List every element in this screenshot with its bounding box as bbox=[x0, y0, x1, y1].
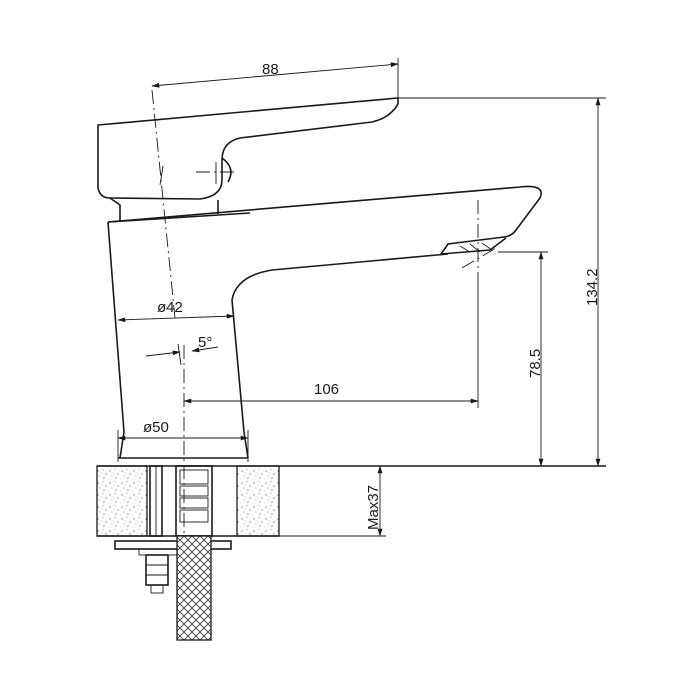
mounting-hardware bbox=[114, 465, 232, 641]
dimension-diameter-50: ø50 bbox=[117, 419, 249, 462]
countertop-section bbox=[96, 465, 606, 537]
handle-centerline bbox=[151, 89, 176, 319]
dimension-88-label: 88 bbox=[262, 61, 279, 78]
dimension-spout-height: 78.5 bbox=[498, 251, 548, 467]
faucet-body bbox=[97, 97, 542, 459]
dimension-angle-5: 5° bbox=[145, 334, 219, 366]
dimension-max37-label: Max37 bbox=[365, 485, 382, 530]
dimension-diameter-42: ø42 bbox=[117, 299, 235, 323]
dimension-134-label: 134.2 bbox=[584, 268, 601, 306]
dimension-78-label: 78.5 bbox=[527, 349, 544, 378]
dimension-spout-reach: 106 bbox=[183, 272, 479, 408]
dimension-total-height: 134.2 bbox=[398, 97, 606, 467]
dimension-50-label: ø50 bbox=[143, 419, 169, 436]
dimension-42-label: ø42 bbox=[157, 299, 183, 316]
dimension-106-label: 106 bbox=[314, 381, 339, 398]
dimension-88: 88 bbox=[151, 58, 399, 100]
handle-pivot-tick bbox=[159, 165, 164, 186]
spout-outlet-mark bbox=[461, 247, 497, 269]
dimension-5-label: 5° bbox=[198, 334, 212, 351]
dimension-max-thickness: Max37 bbox=[365, 465, 383, 537]
